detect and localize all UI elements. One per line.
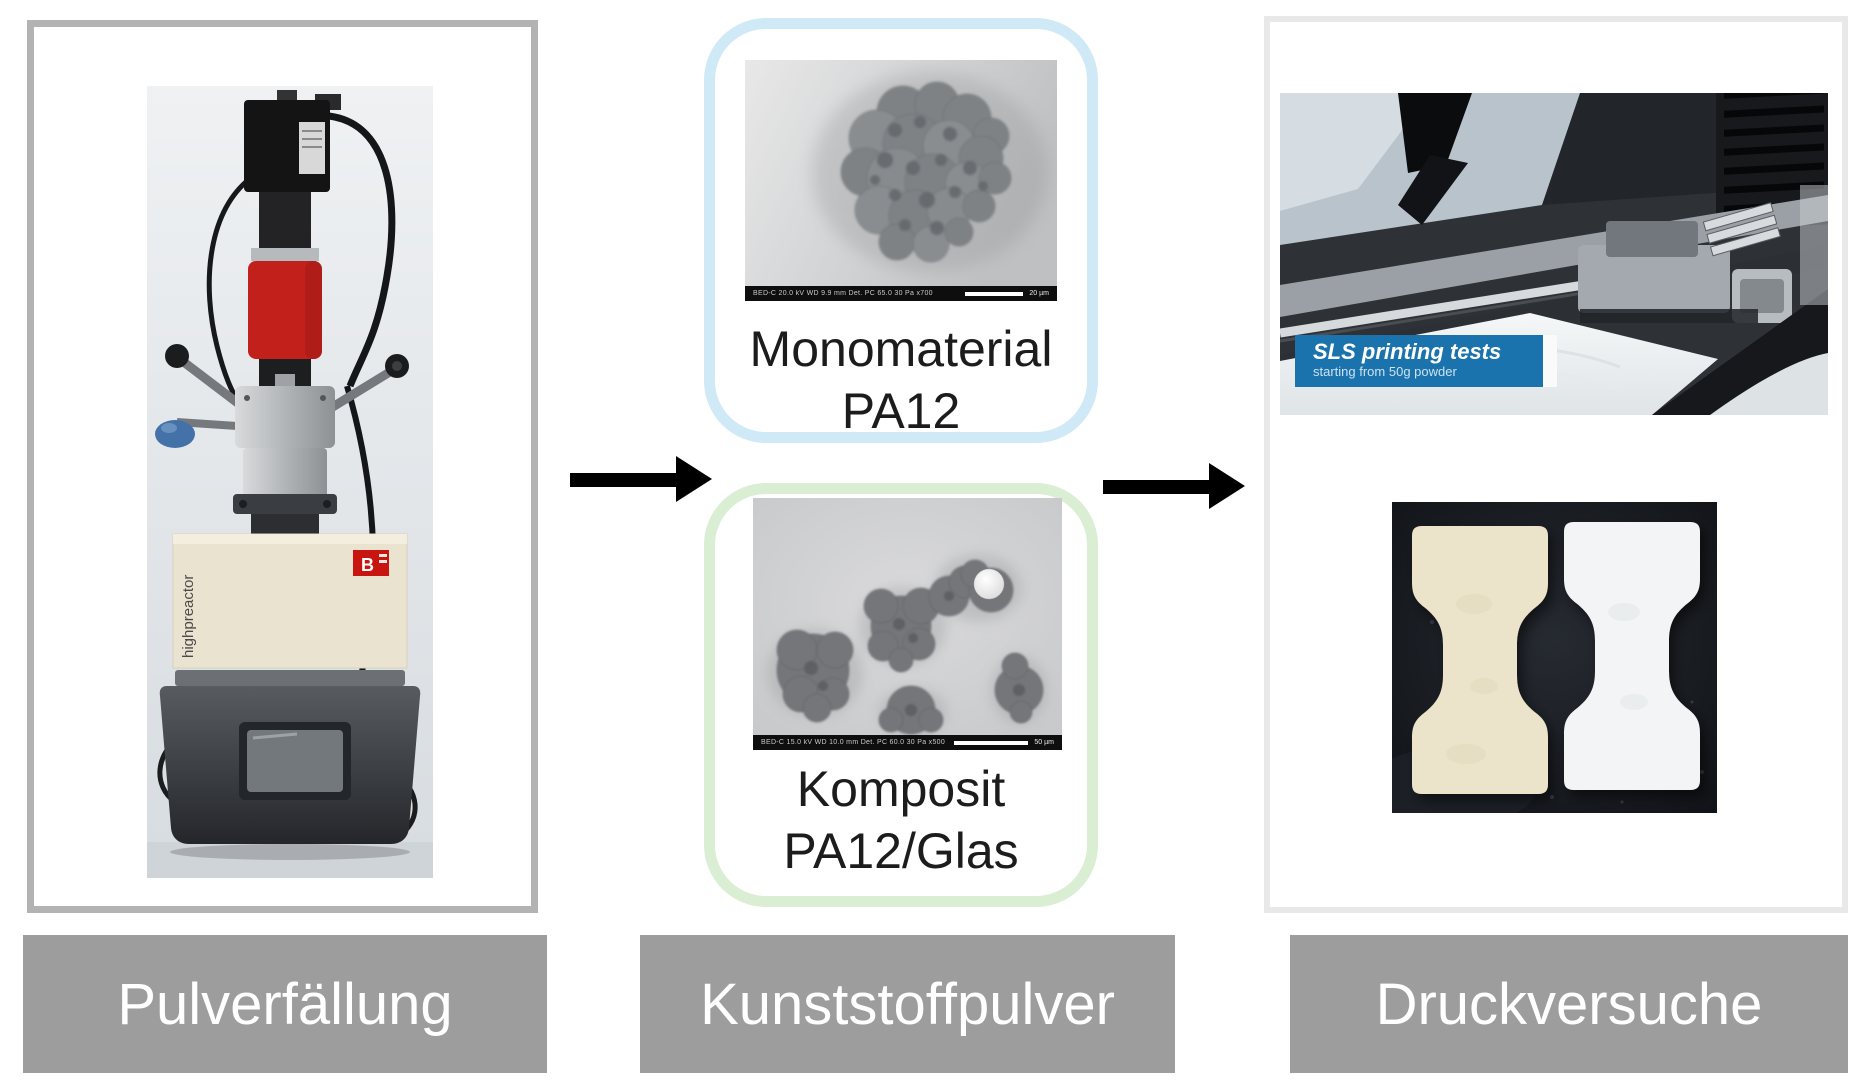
card-monomaterial-title: Monomaterial PA12 [704, 318, 1098, 442]
label-kunststoffpulver: Kunststoffpulver [640, 935, 1175, 1073]
sls-banner-title: SLS printing tests [1313, 339, 1502, 364]
card-komposit-line1: Komposit [796, 761, 1006, 817]
flow-arrow-1 [570, 456, 712, 502]
card-monomaterial-line1: Monomaterial [749, 321, 1053, 377]
test-specimen-illustration [1392, 502, 1717, 813]
sem-info-bar: BED-C 15.0 kV WD 10.0 mm Det. PC 60.0 30… [753, 735, 1062, 750]
sls-banner-blue: SLS printing tests starting from 50g pow… [1295, 335, 1543, 387]
label-kunststoffpulver-text: Kunststoffpulver [700, 971, 1115, 1037]
sls-banner-subtitle: starting from 50g powder [1313, 364, 1457, 379]
sem-micrograph-pa12 [745, 60, 1057, 286]
sls-banner: SLS printing tests starting from 50g pow… [1295, 335, 1557, 387]
sls-banner-tail [1543, 335, 1557, 387]
arrow-right-icon [570, 456, 712, 502]
brand-letter: B [361, 555, 374, 575]
test-specimen-photo [1392, 502, 1717, 813]
card-komposit-title: Komposit PA12/Glas [704, 758, 1098, 882]
sem-info-text: BED-C 15.0 kV WD 10.0 mm Det. PC 60.0 30… [761, 739, 946, 746]
arrow-right-icon [1103, 463, 1245, 509]
label-pulverfaellung-text: Pulverfällung [117, 971, 453, 1037]
sls-printer-illustration [1280, 93, 1828, 415]
label-pulverfaellung: Pulverfällung [23, 935, 547, 1073]
flow-arrow-2 [1103, 463, 1245, 509]
reactor-illustration: B highpreactor [147, 86, 433, 878]
reactor-photo: B highpreactor [147, 86, 433, 878]
card-monomaterial-line2: PA12 [841, 383, 961, 439]
label-druckversuche-text: Druckversuche [1375, 971, 1763, 1037]
sls-printer-photo: SLS printing tests starting from 50g pow… [1280, 93, 1828, 415]
sem-info-text: BED-C 20.0 kV WD 9.9 mm Det. PC 65.0 30 … [753, 290, 933, 297]
reactor-controller-box: B highpreactor [172, 533, 408, 669]
reactor-motor [244, 90, 341, 261]
reactor-vessel-head [155, 344, 409, 536]
specimen-dogbone-cream [1412, 526, 1548, 794]
sem-micrograph-composite [753, 498, 1062, 735]
reactor-red-cylinder [248, 261, 322, 389]
sem-scale-label: 50 µm [1034, 739, 1054, 746]
brand-side-text: highpreactor [180, 575, 197, 658]
sem-info-bar: BED-C 20.0 kV WD 9.9 mm Det. PC 65.0 30 … [745, 286, 1057, 301]
label-druckversuche: Druckversuche [1290, 935, 1848, 1073]
stirrer-base [159, 670, 421, 860]
sem-image-composite: BED-C 15.0 kV WD 10.0 mm Det. PC 60.0 30… [753, 498, 1062, 750]
sem-image-pa12: BED-C 20.0 kV WD 9.9 mm Det. PC 65.0 30 … [745, 60, 1057, 301]
card-komposit-line2: PA12/Glas [783, 823, 1019, 879]
sem-scale-label: 20 µm [1029, 290, 1049, 297]
sem-scale-bar [965, 291, 1024, 296]
recoater-carriage [1578, 202, 1792, 323]
sem-scale-bar [954, 740, 1029, 745]
specimen-dogbone-white [1564, 522, 1700, 790]
